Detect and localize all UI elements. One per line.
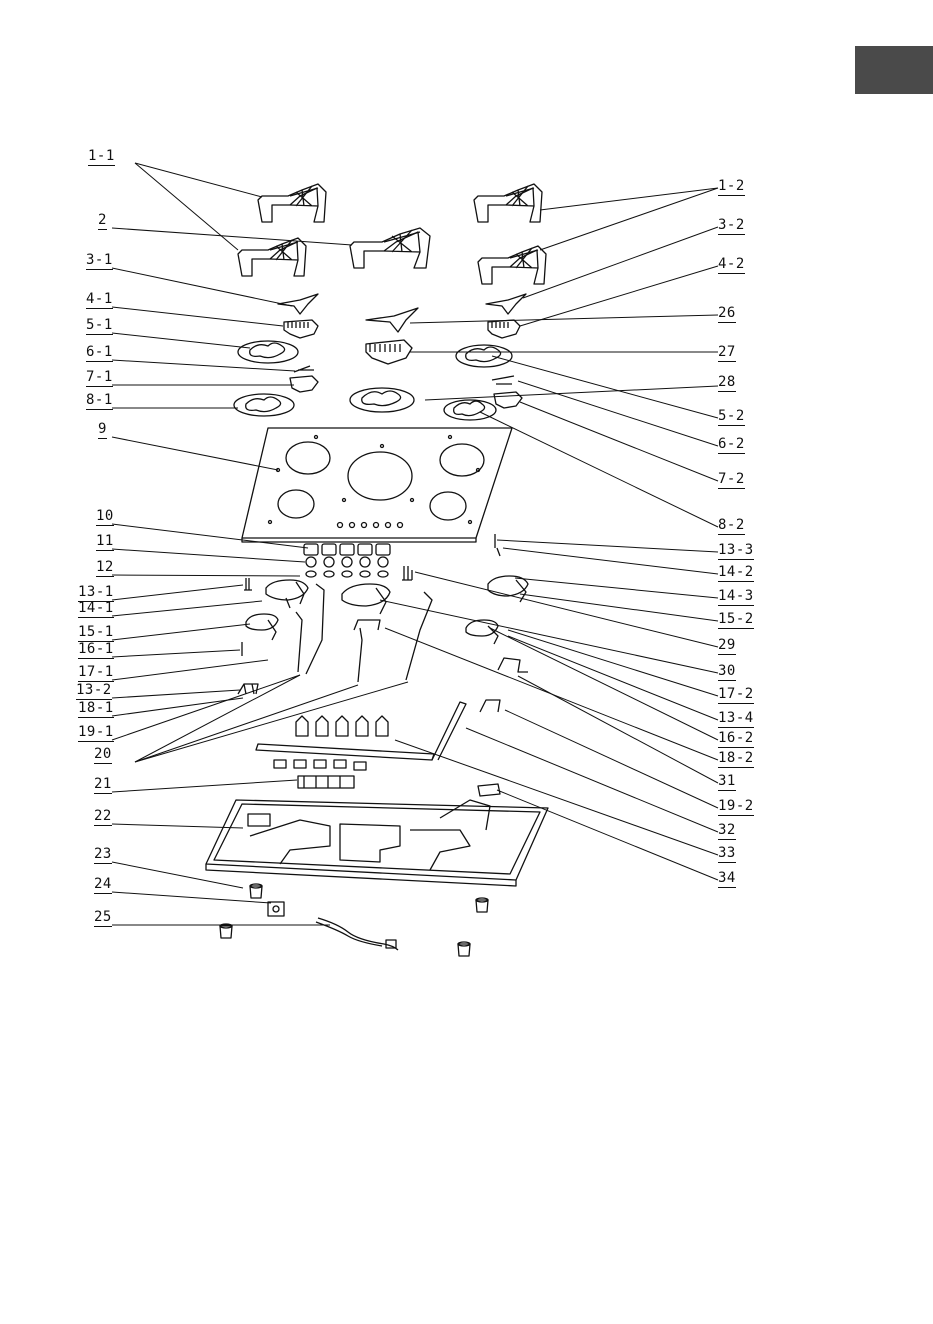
label-22: 22: [94, 808, 112, 826]
pan-support-1-1-front: [238, 238, 306, 276]
label-2: 2: [98, 212, 107, 230]
label-32: 32: [718, 822, 736, 840]
label-27: 27: [718, 344, 736, 362]
knob-bezels-11: [306, 557, 388, 567]
pan-support-1-1-rear: [258, 184, 326, 222]
power-cord-25: [316, 918, 398, 950]
base-tray-22: [206, 800, 548, 886]
label-5-1: 5-1: [86, 317, 113, 335]
label-19-1: 19-1: [78, 724, 114, 742]
label-18-1: 18-1: [78, 700, 114, 718]
label-28: 28: [718, 374, 736, 392]
burner-base-8-1: [234, 394, 294, 416]
label-17-1: 17-1: [78, 664, 114, 682]
label-14-1: 14-1: [78, 600, 114, 618]
label-1-1: 1-1: [88, 148, 115, 166]
burner-4-2: [488, 320, 520, 338]
burner-27: [366, 340, 412, 364]
electrode-29: [402, 566, 412, 580]
label-11: 11: [96, 533, 114, 551]
label-31: 31: [718, 773, 736, 791]
knob-rings-12: [306, 571, 388, 577]
label-30: 30: [718, 663, 736, 681]
label-29: 29: [718, 637, 736, 655]
label-19-2: 19-2: [718, 798, 754, 816]
valve-clips-20: [274, 760, 366, 770]
burner-base-28: [350, 388, 414, 412]
pan-support-1-2-front: [478, 246, 546, 284]
label-20: 20: [94, 746, 112, 764]
label-3-1: 3-1: [86, 252, 113, 270]
burner-housing-16-2: [466, 620, 498, 644]
burner-housing-14-1: [266, 580, 308, 608]
label-4-2: 4-2: [718, 256, 745, 274]
pan-support-2-center: [350, 228, 430, 268]
gas-pipes-19-1: [296, 584, 432, 682]
label-13-3: 13-3: [718, 542, 754, 560]
control-knobs-10: [304, 544, 390, 555]
feet-23: [220, 884, 488, 956]
burner-base-8-2: [444, 400, 496, 420]
burner-housing-14-3: [488, 576, 528, 602]
label-6-2: 6-2: [718, 436, 745, 454]
label-4-1: 4-1: [86, 291, 113, 309]
burner-7-1: [290, 366, 318, 392]
flame-cap-3-2: [486, 294, 526, 314]
label-23: 23: [94, 846, 112, 864]
label-15-2: 15-2: [718, 611, 754, 629]
burner-housing-30: [342, 584, 390, 614]
label-18-2: 18-2: [718, 750, 754, 768]
label-24: 24: [94, 876, 112, 894]
label-26: 26: [718, 305, 736, 323]
burner-7-2: [492, 376, 522, 408]
bracket-17-2: [354, 620, 380, 630]
label-6-1: 6-1: [86, 344, 113, 362]
label-8-1: 8-1: [86, 392, 113, 410]
burner-4-1: [284, 320, 318, 338]
electrode-13-1: [244, 578, 252, 590]
label-9: 9: [98, 421, 107, 439]
label-15-1: 15-1: [78, 624, 114, 642]
electrode-13-3: [495, 534, 500, 556]
bracket-19-2: [480, 700, 500, 712]
gas-valves-33: [296, 716, 388, 736]
label-21: 21: [94, 776, 112, 794]
switch-24: [268, 902, 284, 916]
manifold-pipe-32: [256, 702, 466, 760]
label-12: 12: [96, 559, 114, 577]
burner-housing-15-1: [246, 614, 278, 640]
label-10: 10: [96, 508, 114, 526]
label-8-2: 8-2: [718, 517, 745, 535]
label-25: 25: [94, 909, 112, 927]
burner-base-5-2: [456, 345, 512, 367]
cooktop-panel-9: [242, 428, 512, 542]
label-14-3: 14-3: [718, 588, 754, 606]
burner-base-5-1: [238, 341, 298, 363]
label-13-2: 13-2: [76, 682, 112, 700]
label-17-2: 17-2: [718, 686, 754, 704]
label-16-2: 16-2: [718, 730, 754, 748]
label-33: 33: [718, 845, 736, 863]
label-3-2: 3-2: [718, 217, 745, 235]
flame-cap-26: [366, 308, 418, 332]
label-7-2: 7-2: [718, 471, 745, 489]
label-5-2: 5-2: [718, 408, 745, 426]
bracket-31: [498, 658, 528, 672]
label-16-1: 16-1: [78, 641, 114, 659]
leader-lines-right: [380, 188, 718, 880]
ignition-module-21: [298, 776, 354, 788]
label-7-1: 7-1: [86, 369, 113, 387]
pan-support-1-2-rear: [474, 184, 542, 222]
label-14-2: 14-2: [718, 564, 754, 582]
label-1-2: 1-2: [718, 178, 745, 196]
label-13-4: 13-4: [718, 710, 754, 728]
label-34: 34: [718, 870, 736, 888]
bracket-34: [478, 784, 500, 796]
